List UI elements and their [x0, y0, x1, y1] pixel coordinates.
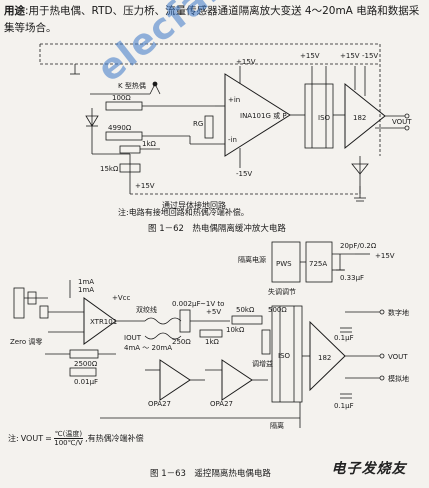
opa27b-label: OPA27 [210, 400, 233, 408]
minus-in-label: -in [228, 136, 237, 144]
c001-label: 0.01μF [74, 378, 98, 386]
v15-top-label: +15V [375, 252, 395, 260]
zero-adj-label: Zero 调零 [10, 337, 42, 346]
ina-label: INA101G 或 P [240, 111, 287, 120]
iout-range-label: 4mA ～ 20mA [124, 344, 172, 352]
iso-label: ISO [318, 114, 331, 122]
fig2-note-eq: = [45, 434, 52, 443]
fig2-note-den: 100℃/V [54, 439, 83, 447]
fig2-note-v: VOUT [20, 434, 44, 443]
iso2-label: ISO [278, 352, 291, 360]
v1-label: ~1V to [200, 300, 224, 308]
fig2-note-num: ℃(温度) [53, 430, 84, 439]
r4990-label: 4990Ω [108, 124, 132, 132]
r1k-label: 1kΩ [142, 140, 157, 148]
v15b-label: -15V [236, 170, 252, 178]
r500-label: 500Ω [268, 306, 287, 314]
fig2-note-suffix: ,有热偶冷端补偿 [85, 434, 144, 443]
c002-label: 0.002μF [172, 300, 201, 308]
vout2-label: VOUT [388, 353, 408, 361]
r2500-label: 2500Ω [74, 360, 98, 368]
v5-label: +5V [206, 308, 221, 316]
cap-note-label: 20pF/0.2Ω [340, 242, 377, 250]
fig2-caption: 图 1－63 遥控隔离热电偶电路 [150, 469, 271, 479]
v15f-label: -15V [362, 52, 378, 60]
c01b-label: 0.1μF [334, 402, 354, 410]
vout-label: VOUT [392, 118, 412, 126]
fig2-note: 注: VOUT = ℃(温度) 100℃/V ,有热偶冷端补偿 [8, 430, 144, 447]
fig1-note: 注:电路有接地回路和热偶冷端补偿。 [118, 208, 249, 217]
intro-text: :用于热电偶、RTD、压力桥、流量传感器通道隔离放大变送 4～20mA 电路和数… [4, 5, 420, 34]
fig1-caption: 图 1－62 热电偶隔离缓冲放大电路 [148, 224, 286, 234]
ic725a-label: 725A [309, 260, 327, 268]
thermocouple-label: K 型热偶 [118, 81, 146, 90]
v15a-label: +15V [236, 58, 256, 66]
isolate-label: 隔离 [270, 421, 284, 430]
v15d-label: +15V [300, 52, 320, 60]
intro-lead: 用途 [4, 5, 25, 17]
r100-label: 100Ω [112, 94, 131, 102]
twisted-label: 双绞线 [136, 305, 157, 314]
ic182-2-label: 182 [318, 354, 331, 362]
iso-power-label: 隔离电源 [238, 255, 266, 264]
ic182-label: 182 [353, 114, 366, 122]
ground-loop-label: 通过导体接地回路 [162, 200, 226, 210]
v15c-label: +15V [135, 182, 155, 190]
digital-gnd-label: 数字地 [388, 308, 409, 317]
analog-gnd-label: 模拟地 [388, 374, 409, 383]
rg-label: RG [193, 120, 203, 128]
r033-label: 0.33μF [340, 274, 364, 282]
r2ma-label: 1mA [78, 286, 94, 294]
gain-label: 调增益 [252, 359, 273, 368]
r50k-label: 50kΩ [236, 306, 255, 314]
xtr-label: XTR101 [90, 318, 117, 326]
v15e-label: +15V [340, 52, 360, 60]
r1ma-label: 1mA [78, 278, 94, 286]
r10k-label: 10kΩ [226, 326, 245, 334]
figure-1-63-circuit: 隔离电源 PWS 725A 20pF/0.2Ω 0.33μF +15V 失调调节… [10, 241, 409, 430]
span-adj-label: 失调调节 [268, 287, 296, 296]
r15k-label: 15kΩ [100, 165, 119, 173]
intro-paragraph: 用途:用于热电偶、RTD、压力桥、流量传感器通道隔离放大变送 4～20mA 电路… [4, 3, 424, 37]
fig2-note-fraction: ℃(温度) 100℃/V [53, 430, 84, 447]
c01a-label: 0.1μF [334, 334, 354, 342]
site-logo: 电子发烧友 [331, 461, 407, 477]
fig2-note-prefix: 注: [8, 434, 19, 443]
r250-label: 250Ω [172, 338, 191, 346]
plus-in-label: +in [228, 96, 240, 104]
opa27a-label: OPA27 [148, 400, 171, 408]
pws-label: PWS [276, 260, 292, 268]
r1k-label: 1kΩ [205, 338, 220, 346]
iout-label: IOUT [124, 334, 142, 342]
figure-1-62-circuit: K 型热偶 100Ω 4990Ω 1kΩ 15kΩ RG INA101G 或 P… [39, 43, 412, 210]
vcc-label: +Vcc [112, 294, 131, 302]
